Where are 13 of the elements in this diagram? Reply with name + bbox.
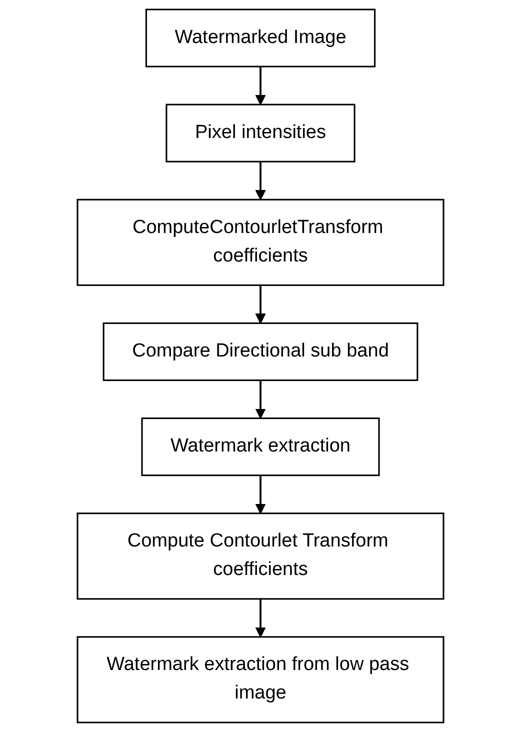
node-box: ComputeContourletTransform coefficients [76,198,444,286]
arrow [255,285,266,324]
node-box: Watermark extraction [141,418,380,476]
arrow [255,598,266,638]
arrow [255,380,266,419]
node-box: Compute Contourlet Transform coefficients [76,512,444,600]
node-box: Pixel intensities [166,104,356,162]
arrow [255,475,266,514]
node-box: Compare Directional sub band [102,322,418,382]
arrow [255,162,266,200]
arrow [255,66,266,106]
node-box: Watermarked Image [145,8,376,68]
node-box: Watermark extraction from low pass image [76,636,444,724]
